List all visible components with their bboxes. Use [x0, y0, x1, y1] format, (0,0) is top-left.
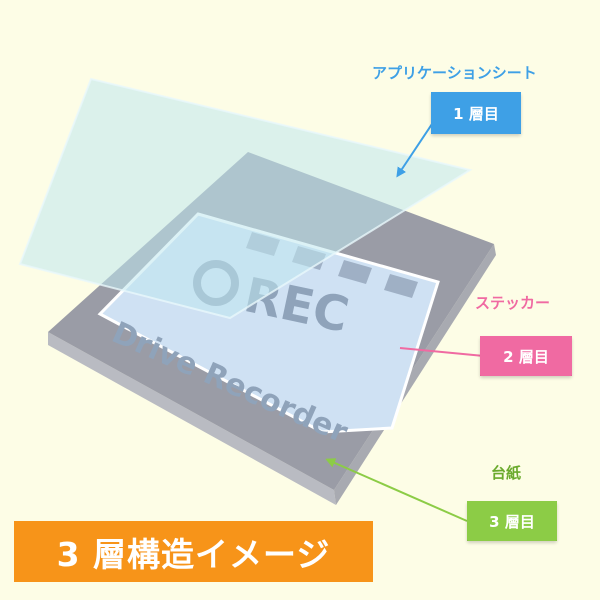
layer2-title: ステッカー	[475, 294, 551, 312]
layer1-badge: 1 層目	[431, 92, 521, 134]
layer3-title: 台紙	[491, 464, 522, 482]
layer2-badge-bg	[480, 336, 572, 376]
layer2-leader	[399, 347, 485, 357]
layer2-badge: 2 層目	[480, 336, 572, 376]
caption-title: 3 層構造イメージ	[56, 534, 331, 574]
layer3-badge: 3 層目	[467, 501, 557, 541]
layer3-badge-bg	[467, 501, 557, 541]
layer3-arrow	[325, 458, 468, 522]
layer1-title: アプリケーションシート	[372, 64, 537, 82]
layer1-badge-bg	[431, 92, 521, 134]
application-sheet	[18, 77, 473, 320]
caption-bg	[14, 521, 373, 582]
